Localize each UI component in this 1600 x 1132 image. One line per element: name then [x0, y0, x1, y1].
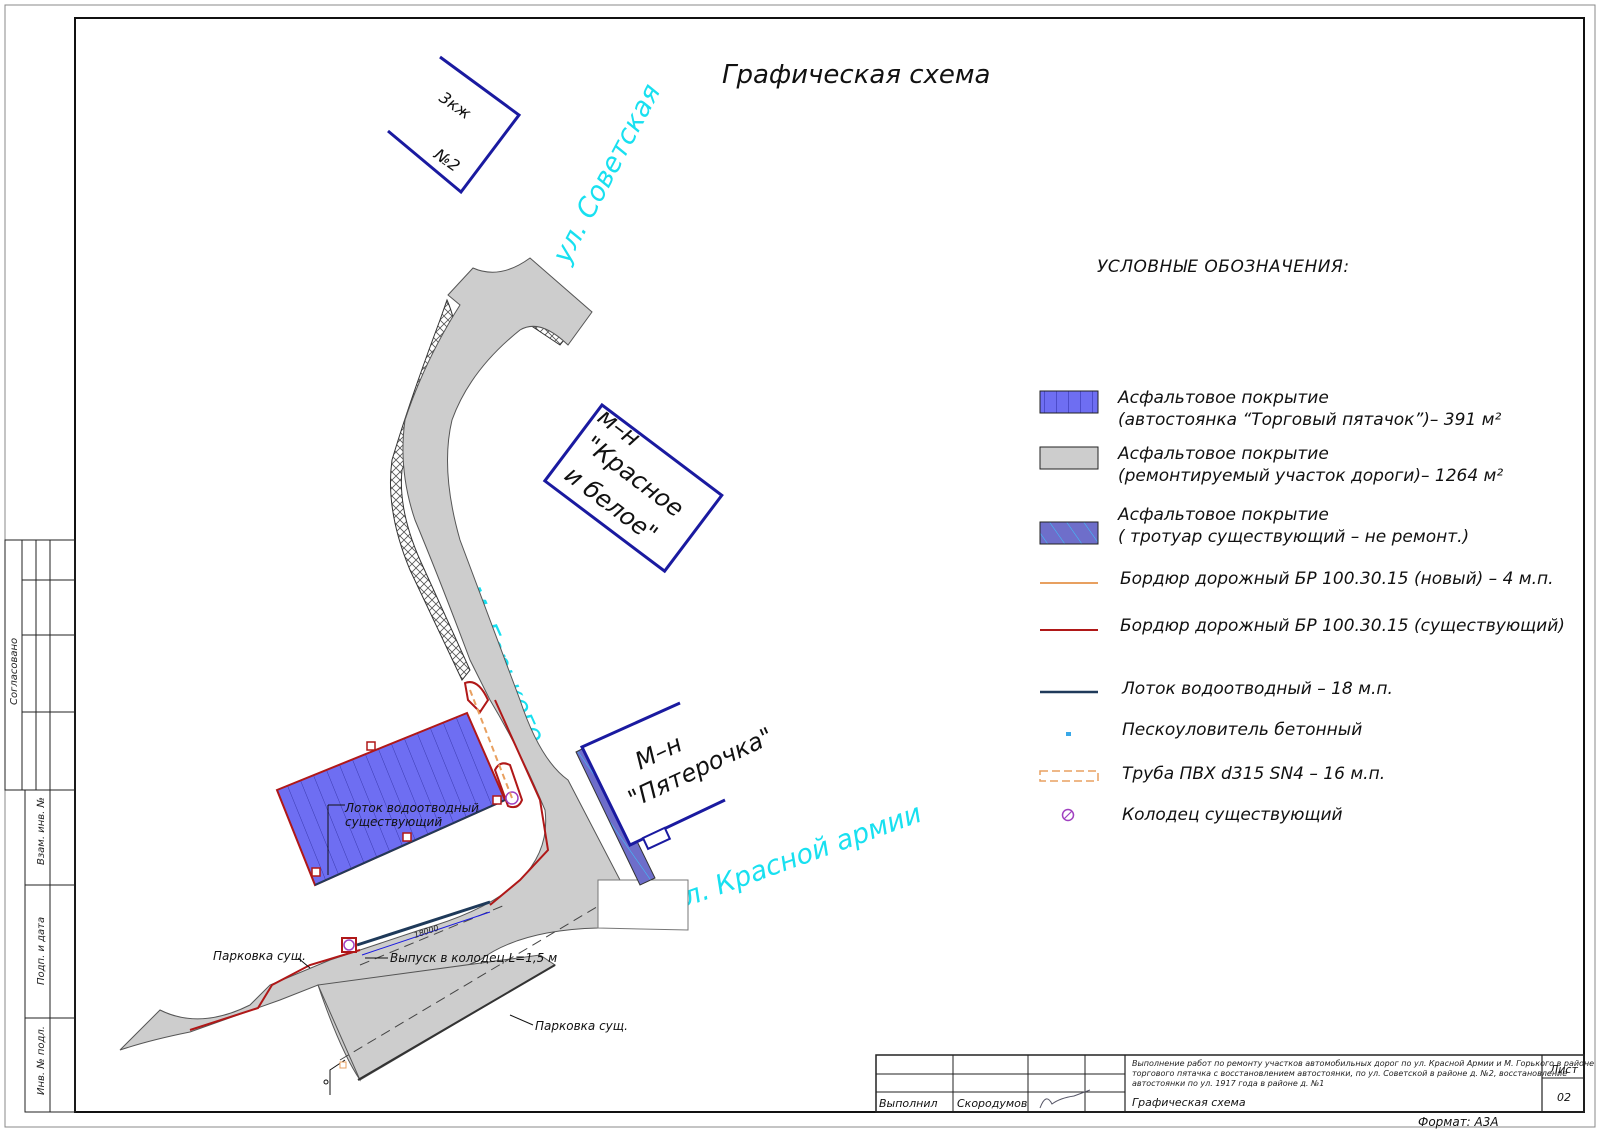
title-block: Выполнение работ по ремонту участков авт… — [875, 1054, 1594, 1129]
side-inv: Инв. № подл. — [36, 1026, 47, 1095]
tray-new — [356, 900, 491, 947]
legend-swatch-pvc-pipe — [1039, 770, 1099, 782]
tb-person: Скородумов — [957, 1097, 1027, 1110]
legend-swatch-parking — [1039, 390, 1099, 414]
curb-existing-1 — [489, 699, 550, 906]
building-pyaterochka: М–н "Пятерочка" — [579, 701, 777, 851]
tb-drawing-name: Графическая схема — [1132, 1096, 1246, 1109]
side-vzam: Взам. инв. № — [36, 797, 47, 865]
parking-torgoviy-pyatachok — [275, 711, 507, 887]
tray-existing — [314, 799, 506, 886]
legend-swatch-well — [1061, 808, 1075, 822]
legend: УСЛОВНЫЕ ОБОЗНАЧЕНИЯ: Асфальтовое покрыт… — [1039, 257, 1565, 825]
building-krasnoe-i-beloe: м–н "Красное и белое" — [542, 402, 724, 574]
legend-item-2-line2: (ремонтируемый участок дороги)– 1264 м² — [1118, 466, 1503, 486]
sand-trap-4 — [492, 795, 502, 805]
legend-swatch-sidewalk — [1039, 521, 1099, 545]
tb-description-1: Выполнение работ по ремонту участков авт… — [1132, 1059, 1594, 1068]
tb-description-3: автостоянки по ул. 1917 года в районе д.… — [1132, 1079, 1324, 1088]
street-sovetskaya: ул. Советская — [546, 79, 667, 269]
signature — [1039, 1089, 1091, 1109]
curb-existing-2 — [189, 949, 361, 1031]
legend-item-3-line2: ( тротуар существующий – не ремонт.) — [1118, 527, 1469, 547]
island-top — [463, 681, 490, 714]
legend-item-1-line1: Асфальтовое покрытие — [1117, 388, 1329, 408]
legend-item-2-line1: Асфальтовое покрытие — [1117, 444, 1329, 464]
road-surface — [119, 257, 621, 1082]
legend-item-9: Колодец существующий — [1122, 805, 1343, 825]
bottom-fixture — [323, 1059, 347, 1095]
legend-swatch-sand-trap — [1066, 732, 1071, 736]
legend-swatch-road — [1039, 446, 1099, 470]
parking-edge-bottom — [357, 964, 556, 1081]
side-podp: Подп. и дата — [36, 917, 47, 985]
tb-role: Выполнил — [879, 1097, 938, 1110]
legend-item-3-line1: Асфальтовое покрытие — [1117, 505, 1329, 525]
inner-frame — [74, 17, 1585, 1113]
dimension-line — [361, 911, 491, 956]
legend-item-4: Бордюр дорожный БР 100.30.15 (новый) – 4… — [1120, 569, 1554, 589]
side-stamp: Согласовано Взам. инв. № Подп. и дата Ин… — [4, 539, 76, 1113]
pipe-dashed-line — [339, 904, 601, 1061]
vypusk-label: Выпуск в колодец L=1,5 м — [390, 951, 557, 965]
tb-sheet-label: Лист — [1549, 1063, 1578, 1076]
tb-description-2: торгового пятачка с восстановлением авто… — [1132, 1069, 1567, 1078]
building-3kzh-label-1: 3кж — [436, 88, 475, 124]
sand-trap-3 — [311, 867, 321, 877]
parking-bottom-label: Парковка сущ. — [535, 1019, 628, 1033]
legend-item-8: Труба ПВХ d315 SN4 – 16 м.п. — [1122, 764, 1385, 784]
legend-title: УСЛОВНЫЕ ОБОЗНАЧЕНИЯ: — [1097, 257, 1350, 277]
drawing-title: Графическая схема — [722, 60, 990, 90]
tb-format: Формат: А3А — [1418, 1115, 1499, 1129]
legend-item-5: Бордюр дорожный БР 100.30.15 (существующ… — [1120, 616, 1565, 636]
tray-existing-label-1: Лоток водоотводный — [344, 801, 479, 815]
road-krasnoy-armii-edge — [597, 879, 689, 931]
legend-item-6: Лоток водоотводный – 18 м.п. — [1121, 679, 1393, 699]
street-krasnoy-armii: ул. Красной армии — [663, 798, 926, 919]
sand-trap-1 — [366, 741, 376, 751]
well-existing-2 — [343, 939, 355, 951]
building-3kzh: 3кж №2 — [387, 55, 522, 195]
sand-trap-2 — [402, 832, 412, 842]
side-soglasovano: Согласовано — [9, 638, 20, 705]
tb-sheet-number: 02 — [1557, 1091, 1571, 1104]
legend-item-1-line2: (автостоянка “Торговый пятачок”)– 391 м² — [1118, 410, 1501, 430]
legend-item-7: Пескоуловитель бетонный — [1122, 720, 1362, 740]
parking-left-label: Парковка сущ. — [213, 949, 306, 963]
tray-existing-label-2: существующий — [345, 815, 442, 829]
